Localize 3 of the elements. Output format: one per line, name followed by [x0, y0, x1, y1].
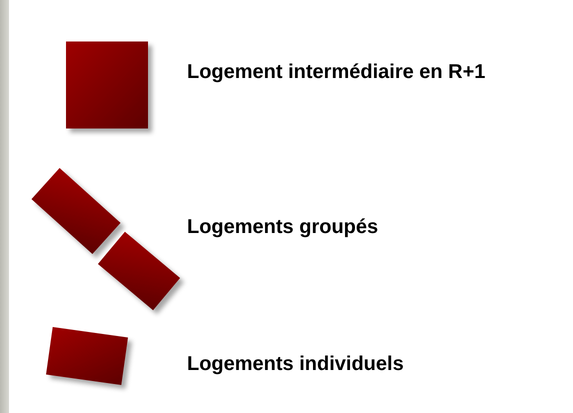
legend-label: Logement intermédiaire en R+1 — [187, 60, 486, 85]
legend-label: Logements individuels — [187, 352, 405, 377]
legend-label: Logements groupés — [187, 215, 380, 240]
